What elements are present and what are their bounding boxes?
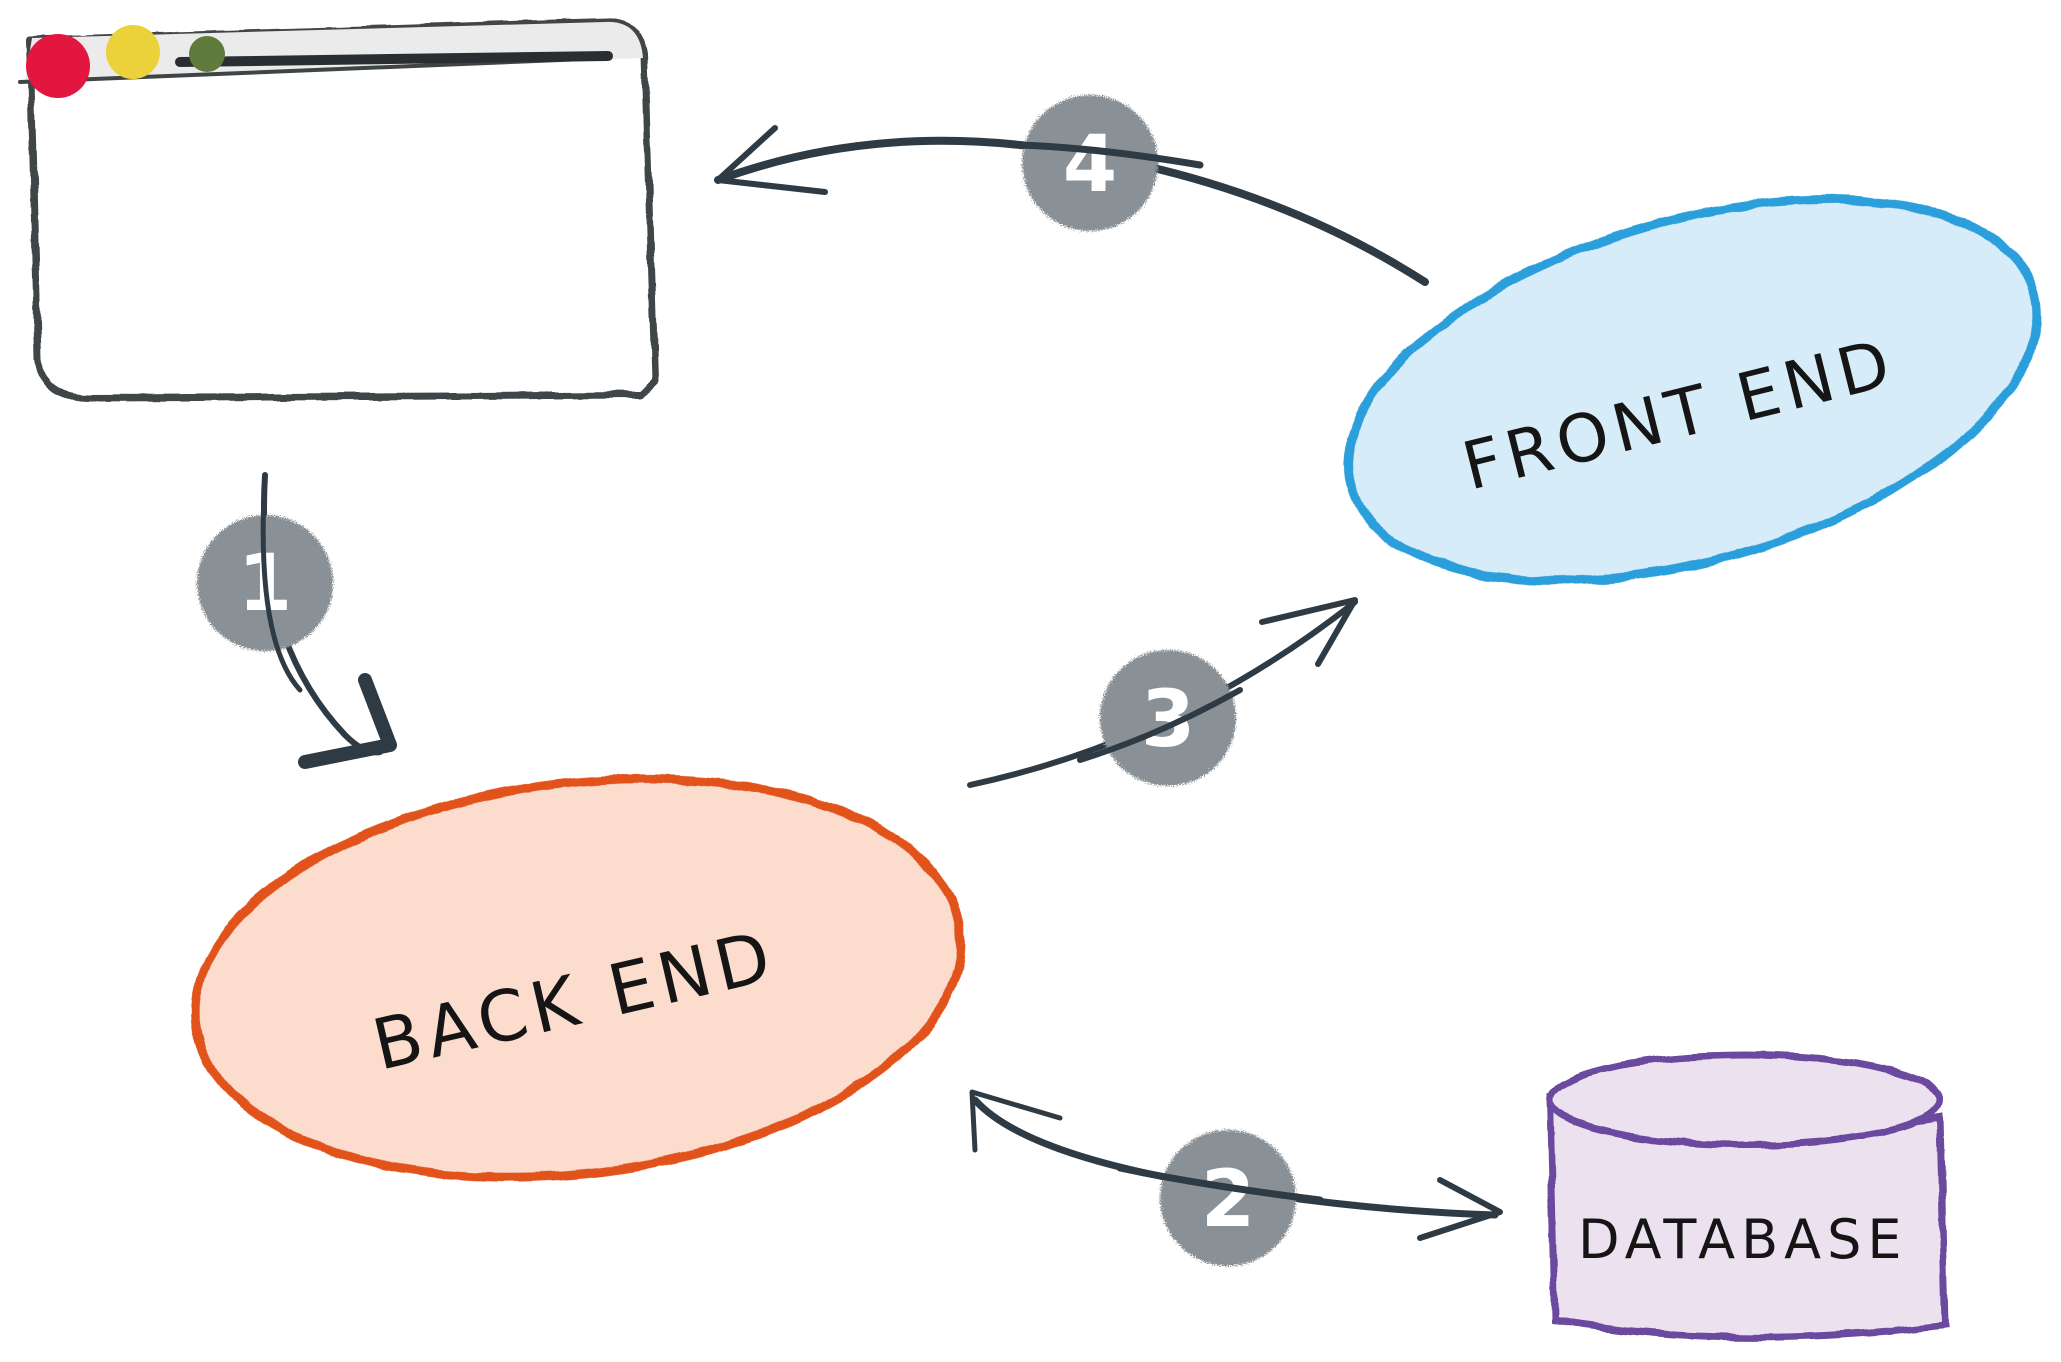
arrow-2-overlay — [1116, 1164, 1324, 1204]
step-badge-2-number: 2 — [1201, 1155, 1255, 1245]
step-badge-4: 4 — [1022, 95, 1158, 231]
database-top — [1546, 1051, 1944, 1149]
step-badge-2: 2 — [1160, 1130, 1296, 1266]
step-badge-3-circle — [1100, 650, 1236, 786]
arrow-4-head — [715, 125, 828, 195]
red-dot-icon — [26, 34, 90, 98]
arrow-1-head — [298, 673, 397, 769]
arrow-4-overlay — [1016, 141, 1204, 169]
browser-frame — [26, 18, 659, 402]
arrow-3-overlay — [1077, 687, 1243, 763]
browser-titlebar-highlight — [175, 51, 613, 67]
step-badge-2-circle — [1160, 1130, 1296, 1266]
front-end-ellipse — [1344, 195, 2042, 585]
arrow-2-head-right — [1417, 1177, 1503, 1241]
arrow-3-head — [1259, 597, 1358, 667]
green-dot-icon — [189, 36, 225, 72]
database-node: DATABASE — [1546, 1051, 1949, 1341]
front-end-node: FRONT END — [1344, 195, 2042, 585]
arrow-overlays — [260, 141, 1324, 1204]
back-end-ellipse — [190, 774, 966, 1182]
arrow-2-head-left — [969, 1089, 1063, 1153]
database-label: DATABASE — [1578, 1208, 1908, 1271]
arrow-1-overlay — [260, 472, 303, 693]
step-badge-4-number: 4 — [1063, 120, 1117, 210]
yellow-dot-icon — [106, 25, 160, 79]
step-badge-3: 3 — [1100, 650, 1236, 786]
browser-window — [18, 18, 659, 402]
back-end-node: BACK END — [190, 774, 966, 1182]
step-badge-4-circle — [1022, 95, 1158, 231]
